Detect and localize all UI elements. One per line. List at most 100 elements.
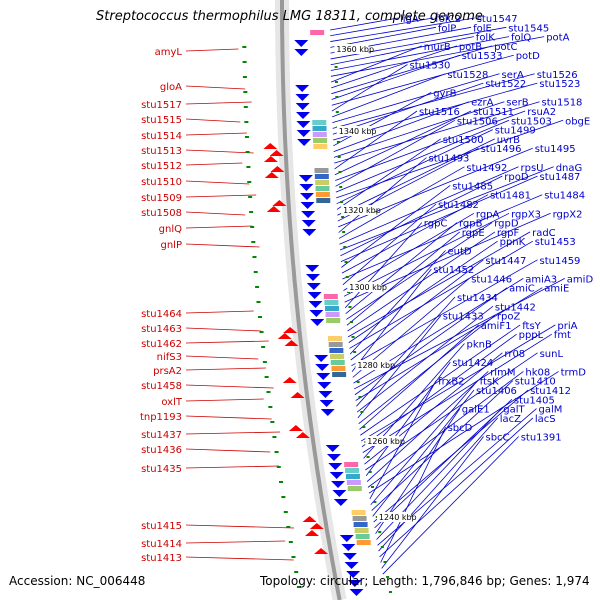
gene-block: [310, 30, 325, 35]
right-connector-line: [360, 324, 521, 436]
left-gene-label: gloA: [160, 82, 182, 93]
right-connector-line: [330, 36, 510, 71]
gene-block: [353, 522, 368, 527]
left-connector-line: [185, 118, 241, 123]
forward-arrow-icon: [328, 463, 343, 470]
right-gene-label: potC: [494, 42, 517, 53]
right-gene-label: stu1482: [438, 200, 479, 211]
reverse-arrow-icon: [290, 392, 305, 398]
right-connector-line: [339, 166, 554, 251]
backbone-line: [280, 0, 342, 600]
right-connector-line: [330, 36, 545, 77]
forward-arrow-icon: [315, 364, 330, 371]
tick-mark: [255, 286, 260, 288]
kbp-marker-bg: [347, 282, 382, 292]
right-connector-line: [374, 399, 513, 529]
forward-arrow-icon: [339, 535, 354, 542]
right-connector-line: [341, 194, 489, 274]
left-gene-label: oxlT: [161, 397, 183, 408]
gene-block: [323, 294, 338, 299]
kbp-marker-bg: [334, 44, 369, 54]
gene-block: [312, 132, 327, 137]
left-gene-label: stu1464: [141, 309, 182, 320]
left-gene-label: stu1514: [141, 131, 182, 142]
right-gene-label: stu1487: [540, 172, 581, 183]
figure-title: Streptococcus thermophilus LMG 18311, co…: [96, 9, 483, 24]
right-connector-line: [331, 45, 493, 95]
tick-mark: [349, 321, 353, 323]
left-gene-label: stu1509: [141, 193, 182, 204]
left-gene-label: stu1458: [141, 381, 182, 392]
genome-backbone: [275, 0, 347, 600]
forward-arrow-icon: [318, 391, 333, 398]
forward-arrow-icon: [347, 580, 362, 587]
left-connector-line: [185, 367, 266, 371]
left-connector-line: [185, 524, 295, 529]
right-gene-label: stu1446: [471, 274, 512, 285]
tick-mark: [262, 361, 267, 363]
right-connector-line: [351, 259, 538, 367]
tick-mark: [242, 76, 247, 78]
right-gene-label: stu1481: [490, 191, 531, 202]
kbp-marker-bg: [336, 126, 371, 136]
right-gene-label: folP: [438, 23, 456, 34]
right-gene-label: gyrB: [433, 88, 456, 99]
tick-mark: [257, 316, 262, 318]
right-gene-label: serB: [506, 98, 528, 109]
tick-mark: [246, 166, 251, 168]
kbp-marker-label: 1360 kbp: [336, 45, 374, 54]
forward-arrow-icon: [320, 409, 335, 416]
right-gene-label: folQ: [511, 33, 531, 44]
topology-text: Topology: circular; Length: 1,796,846 bp…: [260, 574, 590, 588]
right-gene-label: rimM: [490, 367, 515, 378]
right-gene-label: stu1526: [537, 70, 578, 81]
right-connector-line: [341, 185, 451, 268]
right-gene-label: stu1496: [481, 144, 522, 155]
kbp-marker-bg: [376, 512, 411, 522]
left-connector-line: [185, 162, 243, 166]
forward-arrow-icon: [317, 382, 332, 389]
right-gene-label: rgpA: [476, 209, 500, 220]
forward-arrow-icon: [344, 562, 359, 569]
right-connector-line: [333, 101, 505, 158]
left-connector-line: [185, 132, 247, 136]
reverse-arrow-icon: [295, 432, 310, 438]
forward-arrow-icon: [319, 400, 334, 407]
tick-mark: [344, 261, 348, 263]
right-gene-label: frxB2: [438, 377, 465, 388]
forward-arrow-icon: [306, 274, 321, 281]
left-gene-label: stu1517: [141, 100, 182, 111]
forward-arrow-icon: [326, 454, 341, 461]
right-gene-label: rsuA2: [527, 107, 556, 118]
gene-block: [315, 192, 330, 197]
left-connector-line: [185, 465, 280, 469]
right-connector-line: [331, 64, 408, 112]
gene-block: [324, 300, 339, 305]
reverse-arrow-icon: [264, 172, 279, 178]
forward-arrow-icon: [306, 283, 321, 290]
right-gene-label: stu1453: [535, 237, 576, 248]
right-gene-label: stu1410: [515, 377, 556, 388]
right-gene-label: galE1: [462, 405, 490, 416]
right-gene-label: amiD: [567, 274, 594, 285]
tick-mark: [334, 81, 338, 83]
right-connector-line: [354, 287, 508, 396]
left-gene-label: stu1512: [141, 161, 182, 172]
tick-mark: [266, 391, 271, 393]
forward-arrow-icon: [325, 445, 340, 452]
tick-mark: [356, 381, 360, 383]
gene-block: [328, 342, 343, 347]
reverse-arrow-icon: [283, 327, 298, 333]
left-gene-label: amyL: [155, 47, 183, 58]
right-connector-line: [330, 17, 399, 31]
kbp-marker-bg: [355, 360, 390, 370]
right-gene-label: ftsY: [522, 321, 541, 332]
right-gene-label: fmt: [554, 330, 571, 341]
kbp-marker-label: 1240 kbp: [379, 513, 417, 522]
right-connector-line: [340, 175, 503, 257]
right-gene-label: stu1485: [452, 181, 493, 192]
right-connector-line: [348, 240, 498, 343]
tick-mark: [253, 271, 258, 273]
left-gene-label: stu1510: [141, 177, 182, 188]
right-connector-line: [335, 119, 510, 193]
